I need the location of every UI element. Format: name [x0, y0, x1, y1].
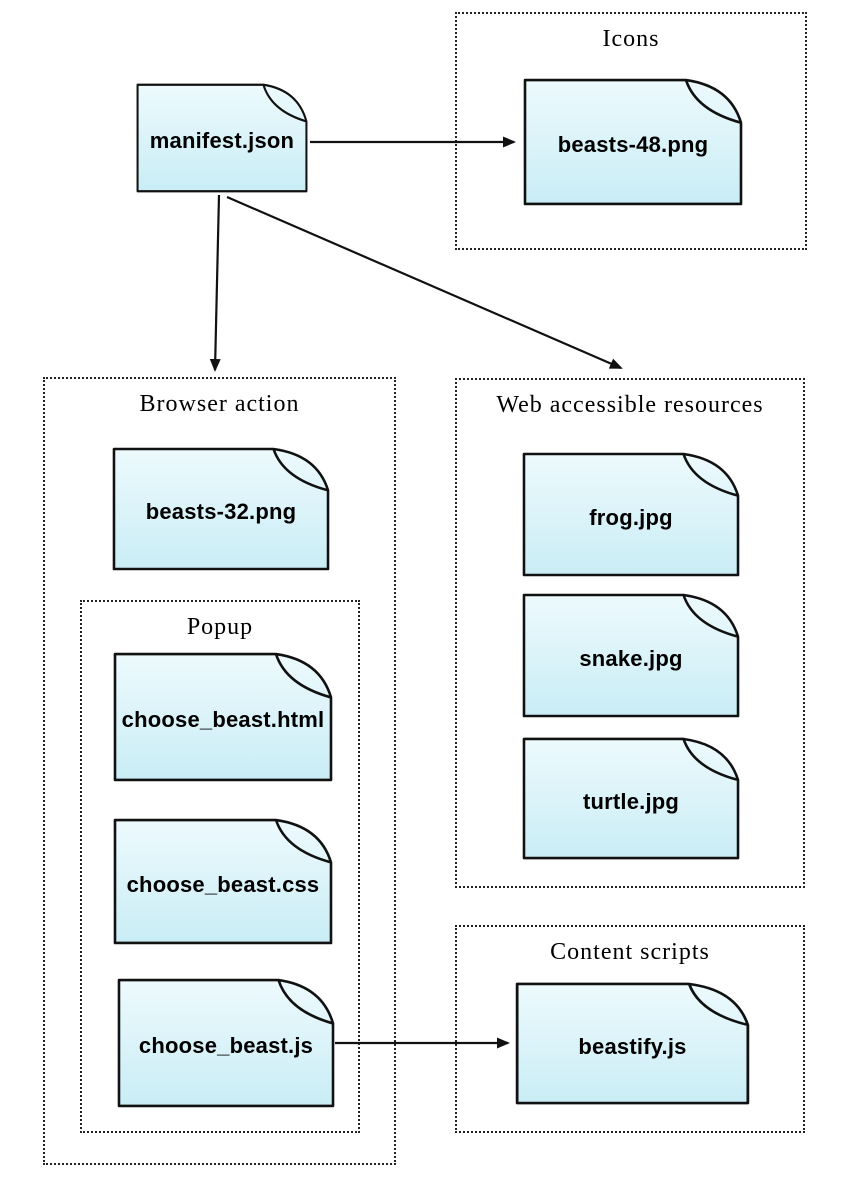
- file-node-beastify-js-label: beastify.js: [578, 1033, 687, 1059]
- file-node-choose-beast-js-label: choose_beast.js: [138, 1033, 314, 1058]
- file-node-beasts-32-png: beasts-32.png: [112, 447, 330, 571]
- document-shape-icon: [112, 447, 330, 571]
- file-node-beasts-48-png: beasts-48.png: [523, 78, 743, 206]
- file-node-snake-jpg: snake.jpg: [522, 593, 740, 718]
- file-node-turtle-jpg: turtle.jpg: [522, 737, 740, 860]
- document-shape-icon: [522, 737, 740, 860]
- document-shape-icon: [515, 982, 750, 1105]
- group-content-scripts: Content scripts: [455, 925, 805, 1133]
- file-node-choose-beast-css-label: choose_beast.css: [126, 871, 320, 897]
- document-shape-icon: [523, 78, 743, 206]
- file-node-manifest-json: manifest.json: [136, 83, 308, 193]
- file-node-frog-jpg: frog.jpg: [522, 452, 740, 577]
- arrow-manifest-to-browser-action: [209, 194, 221, 372]
- file-node-beastify-js: beastify.js: [515, 982, 750, 1105]
- file-node-choose-beast-css: choose_beast.css: [113, 818, 333, 945]
- file-node-beasts-48-png-label: beasts-48.png: [557, 132, 709, 157]
- group-content-scripts-label: Content scripts: [550, 939, 710, 965]
- group-popup-label: Popup: [186, 614, 254, 640]
- file-node-manifest-json-label: manifest.json: [149, 128, 295, 153]
- group-icons-label: Icons: [602, 26, 660, 52]
- document-shape-icon: [113, 652, 333, 782]
- file-node-choose-beast-html-label: choose_beast.html: [121, 707, 325, 732]
- document-shape-icon: [136, 83, 308, 193]
- group-web-accessible-resources: Web accessible resources: [455, 378, 805, 888]
- document-shape-icon: [117, 978, 335, 1108]
- group-browser-action: Browser action: [43, 377, 396, 1165]
- group-popup: Popup: [80, 600, 360, 1133]
- document-shape-icon: [522, 593, 740, 718]
- group-browser-action-label: Browser action: [139, 391, 300, 417]
- file-node-frog-jpg-label: frog.jpg: [589, 504, 673, 530]
- file-node-beasts-32-png-label: beasts-32.png: [145, 499, 297, 524]
- document-shape-icon: [522, 452, 740, 577]
- group-icons: Icons: [455, 12, 807, 250]
- group-web-accessible-resources-label: Web accessible resources: [496, 392, 764, 418]
- document-shape-icon: [113, 818, 333, 945]
- file-node-snake-jpg-label: snake.jpg: [579, 645, 683, 671]
- file-node-turtle-jpg-label: turtle.jpg: [582, 788, 680, 814]
- file-node-choose-beast-js: choose_beast.js: [117, 978, 335, 1108]
- file-node-choose-beast-html: choose_beast.html: [113, 652, 333, 782]
